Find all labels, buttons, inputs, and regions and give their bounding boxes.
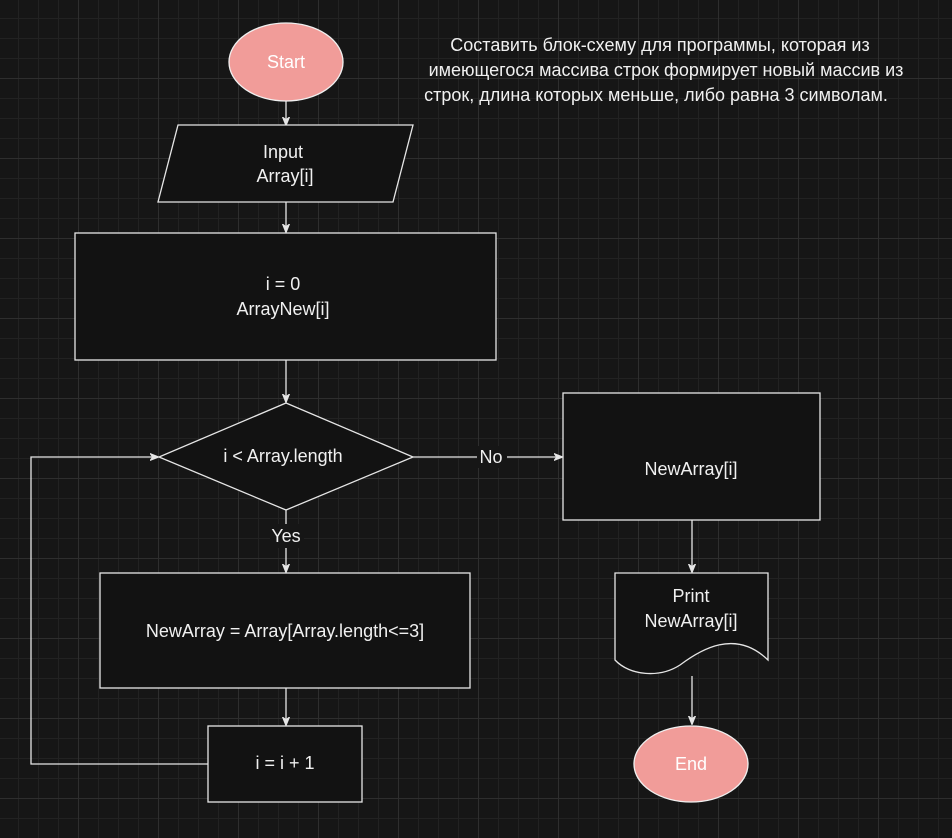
start-ellipse: [228, 22, 344, 102]
task-line-3: строк, длина которых меньше, либо равна …: [424, 85, 888, 105]
start-node[interactable]: Start: [228, 22, 344, 102]
yes-label-bg: [270, 524, 304, 548]
no-label: No: [479, 447, 502, 467]
task-description: Составить блок-схему для программы, кото…: [424, 35, 903, 105]
filter-node[interactable]: NewArray = Array[Array.length<=3]: [99, 572, 471, 689]
input-parallelogram: [157, 124, 414, 203]
input-node[interactable]: Input Array[i]: [157, 124, 414, 203]
init-label-line-2: ArrayNew[i]: [236, 299, 329, 319]
print-node[interactable]: Print NewArray[i]: [614, 572, 769, 675]
task-line-1: Составить блок-схему для программы, кото…: [450, 35, 869, 55]
end-ellipse: [633, 725, 749, 803]
print-label-line-1: Print: [672, 586, 709, 606]
print-label-line-2: NewArray[i]: [644, 611, 737, 631]
no-label-bg: [477, 446, 507, 468]
connectors: Yes No: [30, 101, 692, 765]
init-rect: [74, 232, 497, 361]
decision-diamond: [157, 402, 415, 511]
increment-rect: [207, 725, 363, 803]
init-node[interactable]: i = 0 ArrayNew[i]: [74, 232, 497, 361]
result-label: NewArray[i]: [644, 459, 737, 479]
filter-label: NewArray = Array[Array.length<=3]: [146, 621, 424, 641]
filter-rect: [99, 572, 471, 689]
increment-node[interactable]: i = i + 1: [207, 725, 363, 803]
yes-label: Yes: [271, 526, 300, 546]
increment-label: i = i + 1: [255, 753, 314, 773]
decision-node[interactable]: i < Array.length: [157, 402, 415, 511]
result-rect: [562, 392, 821, 521]
input-label-line-1: Input: [263, 142, 303, 162]
print-document-shape: [614, 572, 769, 675]
decision-label: i < Array.length: [223, 446, 342, 466]
task-line-2: имеющегося массива строк формирует новый…: [429, 60, 904, 80]
end-label: End: [675, 754, 707, 774]
init-label-line-1: i = 0: [266, 274, 301, 294]
result-node[interactable]: NewArray[i]: [562, 392, 821, 521]
input-label-line-2: Array[i]: [256, 166, 313, 186]
end-node[interactable]: End: [633, 725, 749, 803]
start-label: Start: [267, 52, 305, 72]
edge-loop-back: [30, 457, 208, 765]
